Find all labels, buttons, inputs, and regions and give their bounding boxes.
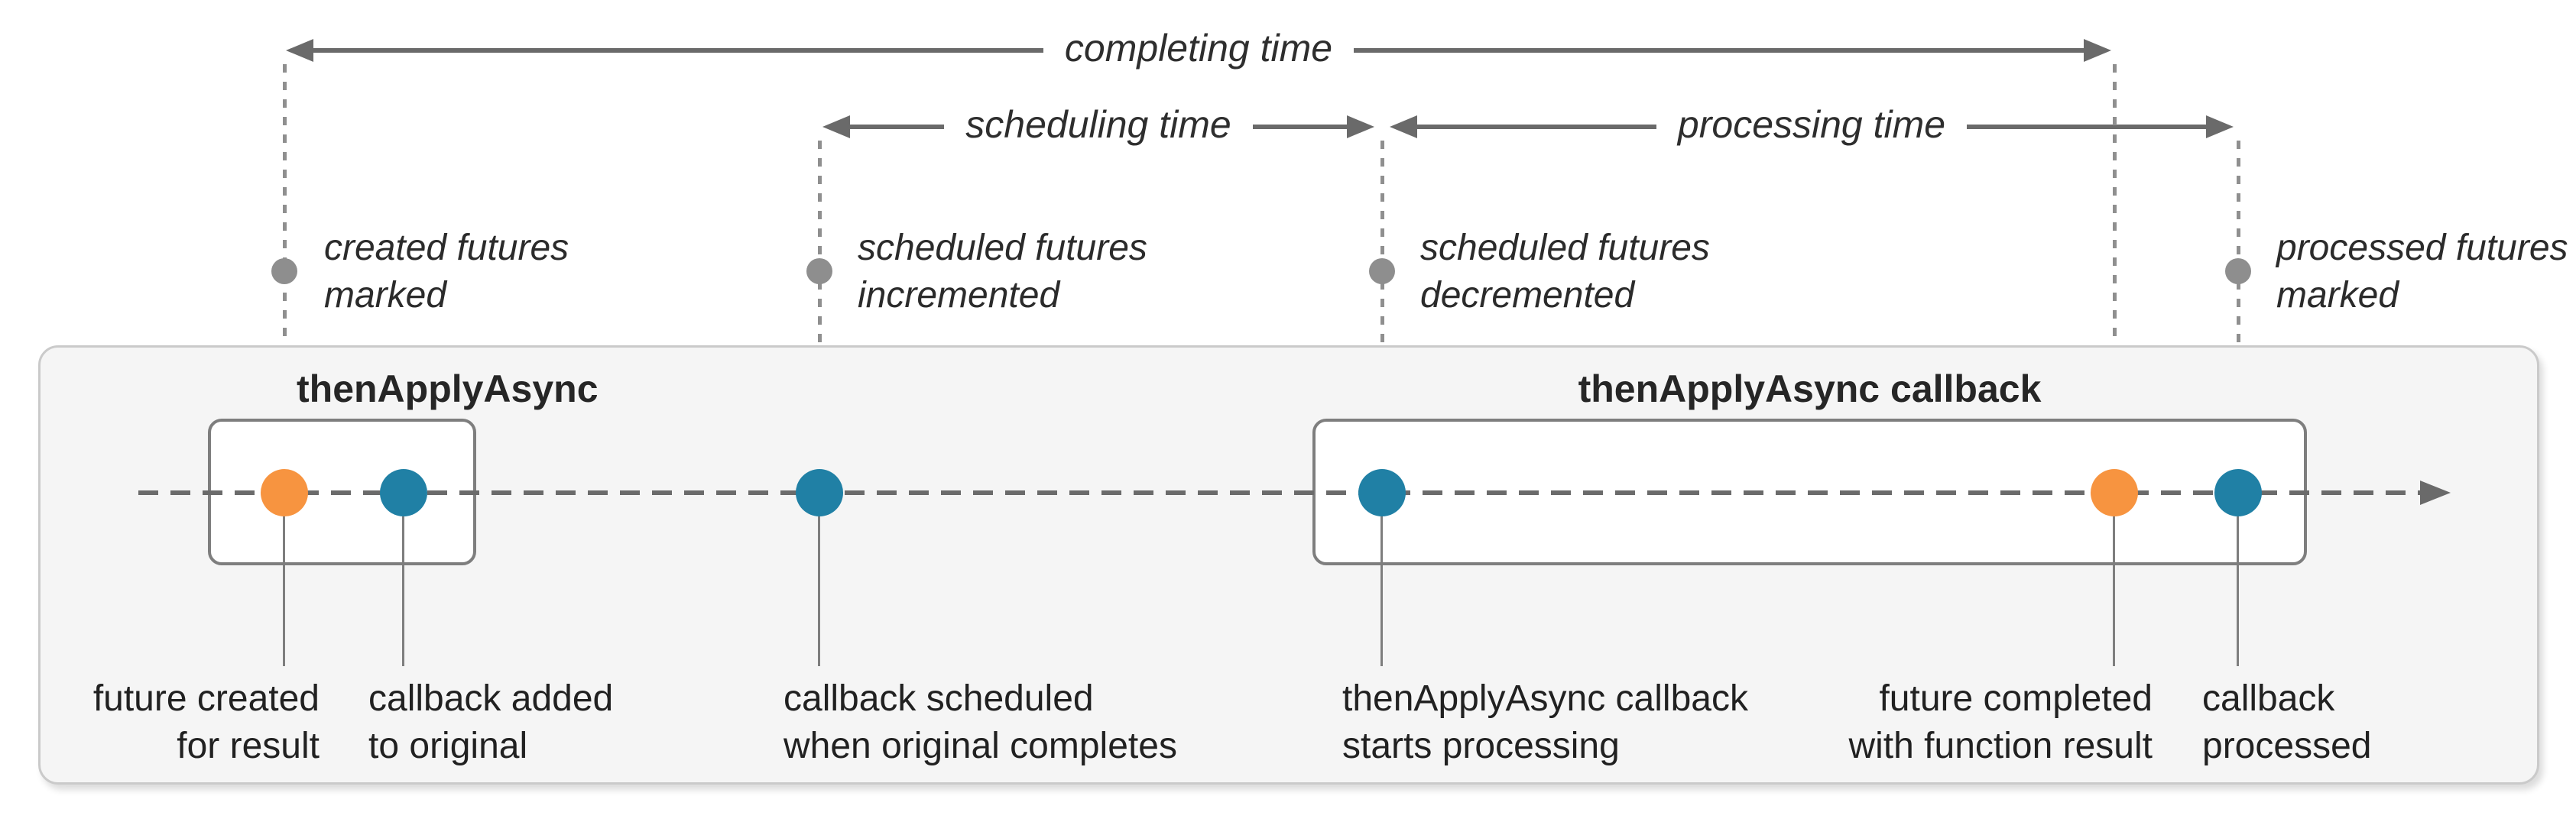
label-callback-scheduled: callback scheduled when original complet…	[784, 675, 1177, 770]
counter-dot-processed	[2225, 258, 2251, 284]
counter-label-decremented: scheduled futures decremented	[1420, 225, 1710, 319]
label-line: to original	[368, 726, 528, 766]
timeline-axis	[138, 490, 2420, 495]
timeline-dot-starts-processing	[1358, 469, 1406, 516]
label-line: starts processing	[1342, 726, 1620, 766]
label-line: thenApplyAsync callback	[1342, 678, 1748, 719]
label-starts-processing: thenApplyAsync callback starts processin…	[1342, 675, 1748, 770]
label-line: with function result	[1848, 726, 2153, 766]
connector-line	[2237, 516, 2239, 666]
arrow-left-icon	[286, 39, 313, 62]
scheduling-time-label: scheduling time	[965, 103, 1231, 146]
counter-label-line: processed futures	[2276, 228, 2568, 268]
arrow-line	[850, 125, 945, 129]
guide-line-decremented	[1380, 141, 1384, 469]
counter-label-line: created futures	[324, 228, 569, 268]
counter-dot-decremented	[1369, 258, 1395, 284]
arrow-left-icon	[822, 115, 850, 138]
label-callback-processed: callback processed	[2202, 675, 2371, 770]
label-line: for result	[177, 726, 320, 766]
timeline-arrow-icon	[2420, 481, 2451, 505]
arrow-line	[1252, 125, 1348, 129]
label-line: callback scheduled	[784, 678, 1094, 719]
arrow-line	[1417, 125, 1656, 129]
label-line: future created	[92, 678, 320, 719]
connector-line	[1380, 516, 1383, 666]
arrow-right-icon	[2206, 115, 2234, 138]
label-future-completed: future completed with function result	[1809, 675, 2153, 770]
label-line: callback	[2202, 678, 2335, 719]
counter-label-line: decremented	[1420, 275, 1635, 316]
processing-time-span: processing time	[1390, 105, 2234, 144]
arrow-line	[313, 48, 1043, 53]
counter-dot-created	[271, 258, 297, 284]
label-callback-added: callback added to original	[368, 675, 613, 770]
counter-label-line: scheduled futures	[858, 228, 1147, 268]
connector-line	[818, 516, 820, 666]
label-line: future completed	[1879, 678, 2153, 719]
timeline-dot-callback-added	[380, 469, 427, 516]
label-line: processed	[2202, 726, 2372, 766]
connector-line	[402, 516, 404, 666]
counter-label-line: incremented	[858, 275, 1060, 316]
scheduling-time-span: scheduling time	[822, 105, 1375, 144]
arrow-right-icon	[2084, 39, 2111, 62]
completing-time-label: completing time	[1064, 27, 1333, 70]
counter-label-line: marked	[324, 275, 447, 316]
arrow-line	[1354, 48, 2084, 53]
counter-label-line: marked	[2276, 275, 2399, 316]
guide-line-completed	[2113, 64, 2117, 469]
guide-line-processed	[2237, 141, 2240, 469]
timeline-dot-callback-processed	[2214, 469, 2262, 516]
arrow-line	[1967, 125, 2206, 129]
counter-label-processed: processed futures marked	[2276, 225, 2568, 319]
timeline-dot-future-created	[261, 469, 308, 516]
label-line: callback added	[368, 678, 614, 719]
completing-time-span: completing time	[286, 29, 2111, 67]
connector-line	[283, 516, 285, 666]
processing-time-label: processing time	[1677, 103, 1946, 146]
counter-label-line: scheduled futures	[1420, 228, 1710, 268]
label-line: when original completes	[784, 726, 1177, 766]
guide-line-incremented	[818, 141, 822, 469]
arrow-left-icon	[1390, 115, 1417, 138]
counter-dot-incremented	[806, 258, 832, 284]
thenapplyasync-box-title: thenApplyAsync	[297, 367, 599, 410]
arrow-right-icon	[1347, 115, 1375, 138]
timeline-dot-callback-scheduled	[796, 469, 843, 516]
timeline-dot-future-completed	[2091, 469, 2138, 516]
thenapplyasync-callback-box-title: thenApplyAsync callback	[1578, 367, 2042, 410]
counter-label-created: created futures marked	[324, 225, 569, 319]
counter-label-incremented: scheduled futures incremented	[858, 225, 1147, 319]
connector-line	[2113, 516, 2115, 666]
label-future-created: future created for result	[46, 675, 320, 770]
